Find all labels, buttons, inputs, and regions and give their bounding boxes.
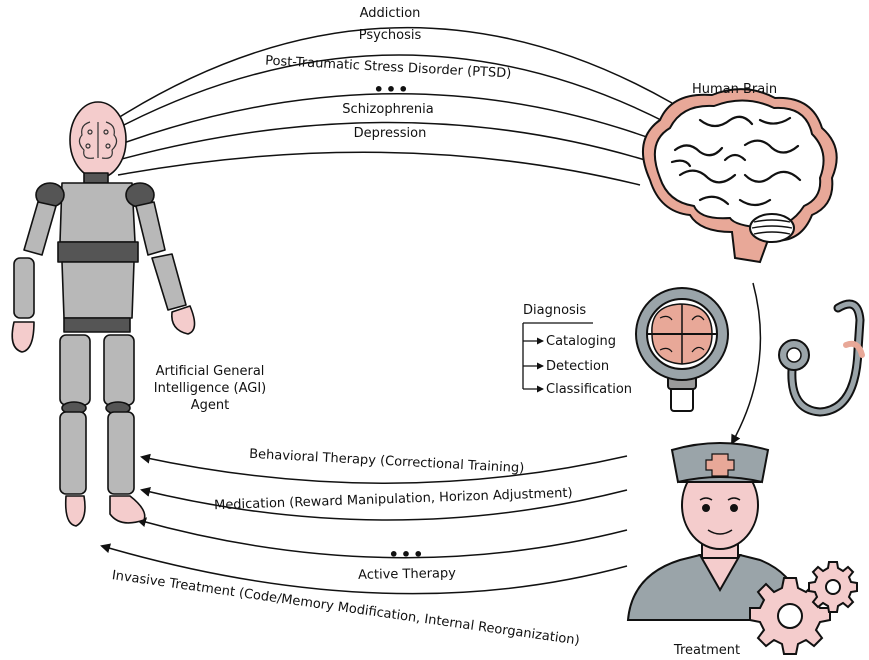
arc-ptsd: [117, 93, 656, 146]
label-addiction: Addiction: [359, 6, 421, 21]
label-treatments-ellipsis: •••: [388, 545, 426, 564]
label-schizophrenia: Schizophrenia: [342, 102, 434, 117]
arc-psychosis: [117, 54, 666, 129]
arc-medication: [140, 487, 628, 521]
doctor-icon: [626, 442, 801, 621]
magnifier-icon: [635, 287, 729, 412]
label-classification: Classification: [546, 382, 633, 397]
disorder-arcs: [117, 26, 673, 186]
gears-icon: [749, 561, 858, 655]
label-disorders-ellipsis: •••: [373, 80, 411, 99]
arc-addiction: [117, 26, 673, 119]
label-detection: Detection: [546, 359, 610, 374]
stethoscope-icon: [778, 299, 865, 417]
label-treatment: Treatment: [673, 643, 741, 658]
diagnosis-bracket: [522, 322, 593, 393]
label-diagnosis: Diagnosis: [523, 303, 587, 318]
arc-invasive: [100, 543, 628, 595]
label-agi-agent: Artificial General Intelligence (AGI) Ag…: [153, 364, 267, 413]
label-human-brain: Human Brain: [692, 82, 778, 97]
label-depression: Depression: [353, 126, 427, 141]
robot-icon: [11, 101, 196, 527]
small-gear-icon: [808, 561, 858, 613]
brain-icon: [642, 88, 838, 264]
arc-behavioral: [140, 453, 628, 484]
arc-schizophrenia: [117, 121, 646, 161]
treatment-arcs: [100, 453, 628, 595]
circuit-brain-icon: [78, 121, 118, 159]
arc-active: [136, 517, 628, 559]
brain-to-treatment-arrow: [731, 282, 762, 445]
label-psychosis: Psychosis: [358, 28, 422, 43]
label-cataloging: Cataloging: [546, 334, 617, 349]
arc-depression: [117, 151, 641, 186]
label-active-therapy: Active Therapy: [357, 566, 457, 583]
